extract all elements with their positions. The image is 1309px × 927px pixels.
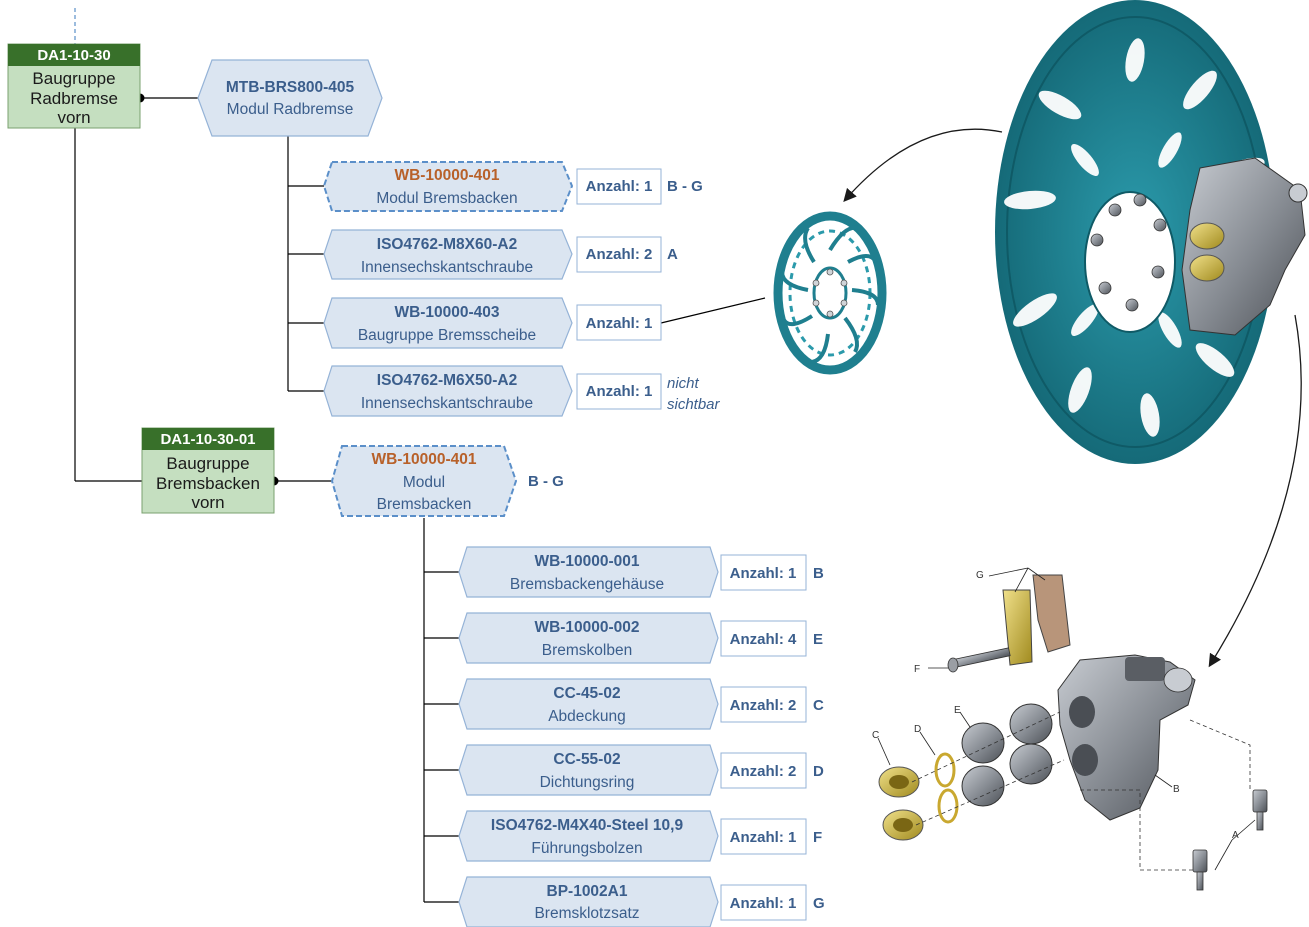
- assembly-line: Baugruppe: [166, 454, 249, 473]
- position-label: A: [667, 246, 678, 263]
- position-label: B - G: [667, 178, 703, 195]
- part-number: ISO4762-M8X60-A2: [377, 236, 517, 253]
- position-label: C: [813, 697, 824, 714]
- upper-item-0[interactable]: WB-10000-401 Modul Bremsbacken Anzahl: 1…: [324, 162, 703, 211]
- upper-item-2[interactable]: WB-10000-403 Baugruppe Bremsscheibe Anza…: [324, 298, 661, 348]
- lower-item-2[interactable]: CC-45-02 Abdeckung Anzahl: 2 C: [459, 679, 824, 729]
- part-description: Abdeckung: [548, 708, 626, 725]
- part-description: Bremsbackengehäuse: [510, 576, 664, 593]
- part-number: WB-10000-401: [394, 167, 499, 184]
- assembly-box-bremsbacken[interactable]: DA1-10-30-01 Baugruppe Bremsbacken vorn: [142, 428, 274, 513]
- note-text: nicht: [667, 375, 700, 392]
- part-number: BP-1002A1: [547, 883, 628, 900]
- quantity: Anzahl: 1: [730, 829, 797, 846]
- part-description: Modul: [403, 474, 445, 491]
- part-description: Baugruppe Bremsscheibe: [358, 327, 536, 344]
- assembly-line: Baugruppe: [32, 69, 115, 88]
- position-label: E: [813, 631, 823, 648]
- callout-label: F: [914, 664, 920, 675]
- assembly-box-radbremse[interactable]: DA1-10-30 Baugruppe Radbremse vorn: [8, 44, 140, 128]
- assembly-line: vorn: [57, 108, 90, 127]
- note-text: sichtbar: [667, 396, 721, 413]
- part-number: ISO4762-M4X40-Steel 10,9: [491, 817, 684, 834]
- part-description: Bremsklotzsatz: [534, 905, 639, 922]
- part-description: Modul Bremsbacken: [376, 190, 517, 207]
- lower-item-0[interactable]: WB-10000-001 Bremsbackengehäuse Anzahl: …: [459, 547, 824, 597]
- module-bremsbacken[interactable]: WB-10000-401 Modul Bremsbacken B - G: [332, 446, 564, 516]
- quantity: Anzahl: 2: [730, 763, 797, 780]
- part-number: WB-10000-401: [371, 451, 476, 468]
- callout-label: G: [976, 570, 984, 581]
- quantity: Anzahl: 1: [586, 383, 653, 400]
- assembly-line: Radbremse: [30, 89, 118, 108]
- callout-label: B: [1173, 784, 1180, 795]
- part-number: CC-55-02: [553, 751, 620, 768]
- part-description: Innensechskantschraube: [361, 395, 533, 412]
- callout-label: C: [872, 730, 879, 741]
- callout-label: D: [914, 724, 921, 735]
- assembly-line: vorn: [191, 493, 224, 512]
- part-description: Innensechskantschraube: [361, 259, 533, 276]
- quantity: Anzahl: 1: [586, 315, 653, 332]
- quantity: Anzahl: 1: [730, 895, 797, 912]
- upper-item-1[interactable]: ISO4762-M8X60-A2 Innensechskantschraube …: [324, 230, 678, 279]
- position-label: D: [813, 763, 824, 780]
- part-number: MTB-BRS800-405: [226, 79, 355, 96]
- quantity: Anzahl: 2: [730, 697, 797, 714]
- large-brake-disc-illustration: [995, 0, 1307, 464]
- position-label: B: [813, 565, 824, 582]
- assembly-code: DA1-10-30: [37, 47, 110, 64]
- part-description: Bremsbacken: [377, 496, 472, 513]
- part-description: Dichtungsring: [540, 774, 635, 791]
- assembly-code: DA1-10-30-01: [160, 431, 255, 448]
- part-description: Führungsbolzen: [531, 840, 642, 857]
- part-number: WB-10000-403: [394, 304, 499, 321]
- part-number: CC-45-02: [553, 685, 620, 702]
- quantity: Anzahl: 1: [730, 565, 797, 582]
- position-label: F: [813, 829, 822, 846]
- module-radbremse[interactable]: MTB-BRS800-405 Modul Radbremse: [198, 60, 382, 136]
- lower-item-5[interactable]: BP-1002A1 Bremsklotzsatz Anzahl: 1 G: [459, 877, 825, 927]
- upper-item-3[interactable]: ISO4762-M6X50-A2 Innensechskantschraube …: [324, 366, 721, 416]
- small-brake-disc-illustration: [778, 216, 882, 370]
- assembly-line: Bremsbacken: [156, 474, 260, 493]
- quantity: Anzahl: 1: [586, 178, 653, 195]
- callout-label: E: [954, 705, 961, 716]
- position-label: B - G: [528, 473, 564, 490]
- lower-item-4[interactable]: ISO4762-M4X40-Steel 10,9 Führungsbolzen …: [459, 811, 822, 861]
- part-number: ISO4762-M6X50-A2: [377, 372, 517, 389]
- lower-item-3[interactable]: CC-55-02 Dichtungsring Anzahl: 2 D: [459, 745, 824, 795]
- exploded-caliper-illustration: G F C D E B A: [872, 568, 1267, 890]
- part-description: Bremskolben: [542, 642, 632, 659]
- part-description: Modul Radbremse: [227, 101, 354, 118]
- part-number: WB-10000-002: [534, 619, 639, 636]
- quantity: Anzahl: 2: [586, 246, 653, 263]
- quantity: Anzahl: 4: [730, 631, 797, 648]
- lower-item-1[interactable]: WB-10000-002 Bremskolben Anzahl: 4 E: [459, 613, 823, 663]
- part-number: WB-10000-001: [534, 553, 639, 570]
- position-label: G: [813, 895, 825, 912]
- callout-label: A: [1232, 830, 1239, 841]
